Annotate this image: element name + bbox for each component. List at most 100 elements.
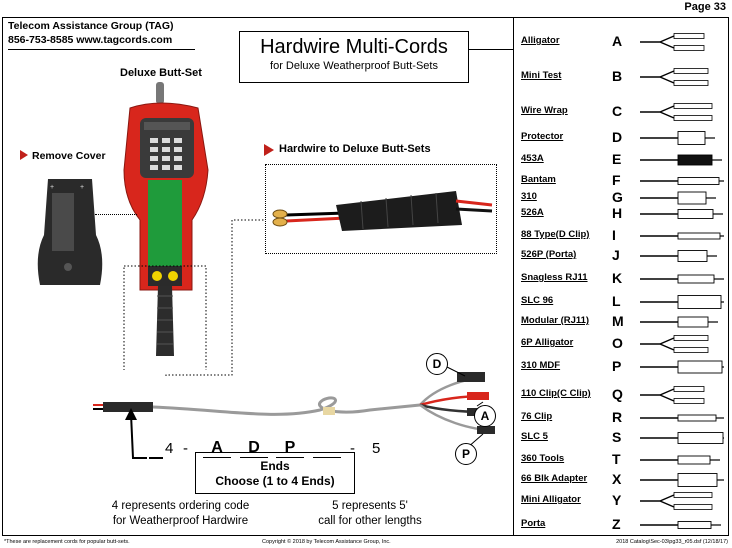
end-d-plug [457, 372, 485, 382]
connector-c-icon [640, 103, 713, 121]
header-underline [8, 49, 195, 50]
arrow-hardwire [264, 144, 274, 156]
code-end-blank [313, 457, 341, 458]
end-letter: H [612, 205, 623, 221]
end-row-d: Protector D [514, 128, 728, 150]
connector-m-icon [640, 316, 718, 328]
hardwire-to-label: Hardwire to Deluxe Butt-Sets [279, 143, 431, 155]
cover-illustration: ++ [37, 179, 103, 285]
connector-g-icon [640, 191, 716, 205]
remove-cover-label: Remove Cover [32, 150, 106, 162]
end-label: Wire Wrap [521, 105, 568, 116]
connector-q-icon [640, 386, 705, 404]
connector-a-icon [640, 33, 705, 51]
end-label: SLC 96 [521, 295, 554, 306]
svg-text:+: + [50, 184, 54, 191]
end-letter: F [612, 172, 621, 188]
buttset-hook [156, 82, 164, 104]
end-letter: T [612, 451, 621, 467]
terminal-screw-right [168, 271, 178, 281]
code-dash-1: - [183, 440, 188, 457]
svg-text:+: + [80, 184, 84, 191]
end-label: 110 Clip(C Clip) [521, 388, 591, 399]
end-letter: J [612, 247, 620, 263]
end-label: 66 Blk Adapter [521, 473, 588, 484]
end-label: Mini Alligator [521, 494, 581, 505]
connector-o-icon [640, 335, 709, 353]
connector-l-icon [640, 295, 724, 309]
end-label: 6P Alligator [521, 337, 574, 348]
end-letter: X [612, 471, 622, 487]
end-row-t: 360 Tools T [514, 450, 728, 472]
leader-lines [165, 219, 265, 376]
arrow-remove-cover [20, 150, 28, 160]
connector-x-icon [640, 473, 724, 487]
buttset-board [148, 180, 182, 278]
end-label: 310 [521, 191, 537, 202]
cord-boot-closeup [336, 191, 462, 231]
deluxe-label: Deluxe Butt-Set [120, 67, 202, 79]
end-row-i: 88 Type(D Clip) I [514, 226, 728, 248]
cord-closeup-box [265, 164, 497, 254]
header-rule-right [469, 49, 513, 50]
end-label: 360 Tools [521, 453, 565, 464]
connector-d-icon [640, 131, 715, 145]
end-label: 453A [521, 153, 544, 164]
note-right-1: 5 represents 5' [332, 500, 408, 512]
company-contact: 856-753-8585 www.tagcords.com [8, 34, 173, 46]
end-letter: S [612, 429, 622, 445]
footer-center: Copyright © 2018 by Telecom Assistance G… [262, 539, 391, 545]
connector-k-icon [640, 274, 724, 284]
end-label: 526A [521, 207, 544, 218]
callout-p: P [455, 443, 477, 465]
note-left-2: for Weatherproof Hardwire [112, 515, 249, 527]
ends-choose: Choose (1 to 4 Ends) [215, 474, 335, 488]
code-first: 4 [165, 440, 174, 457]
buttset-illustration [123, 82, 209, 370]
ends-box: Ends Choose (1 to 4 Ends) [195, 452, 355, 494]
page-subtitle: for Deluxe Weatherproof Butt-Sets [270, 60, 438, 72]
end-row-q: 110 Clip(C Clip) Q [514, 385, 728, 407]
end-letter: G [612, 189, 623, 205]
end-letter: O [612, 335, 623, 351]
buttset-cord-boot [156, 286, 174, 356]
connector-f-icon [640, 177, 724, 185]
end-letter: K [612, 270, 623, 286]
note-right-2: call for other lengths [318, 515, 422, 527]
code-dash-2: - [350, 440, 355, 457]
end-label: Mini Test [521, 70, 562, 81]
buttset-callout-box [123, 265, 207, 370]
ends-label: Ends [260, 459, 290, 473]
footer-right: 2018 Catalog\Sec-03\pg33_r05.dsf (12/18/… [616, 539, 728, 545]
connector-z-icon [640, 521, 721, 529]
end-label: 88 Type(D Clip) [521, 229, 590, 240]
connector-t-icon [640, 455, 720, 465]
end-label: Protector [521, 131, 564, 142]
end-letter: D [612, 129, 623, 145]
end-label: 310 MDF [521, 360, 561, 371]
callout-a: A [474, 405, 496, 427]
end-row-x: 66 Blk Adapter X [514, 470, 728, 492]
end-letter: B [612, 68, 623, 84]
end-letter: L [612, 293, 621, 309]
end-letter: Z [612, 516, 621, 532]
end-letter: Q [612, 386, 623, 402]
page-frame [2, 17, 729, 536]
end-a-red [467, 392, 489, 400]
title-box: Hardwire Multi-Cords for Deluxe Weatherp… [239, 31, 469, 83]
connector-i-icon [640, 232, 724, 240]
connector-h-icon [640, 209, 723, 219]
connector-s-icon [640, 432, 724, 444]
end-row-g: 310 G [514, 188, 728, 210]
company-name: Telecom Assistance Group (TAG) [8, 20, 174, 32]
end-row-l: SLC 96 L [514, 292, 728, 314]
end-letter: A [612, 33, 623, 49]
end-letter: I [612, 227, 616, 243]
page-title: Hardwire Multi-Cords [260, 36, 448, 58]
